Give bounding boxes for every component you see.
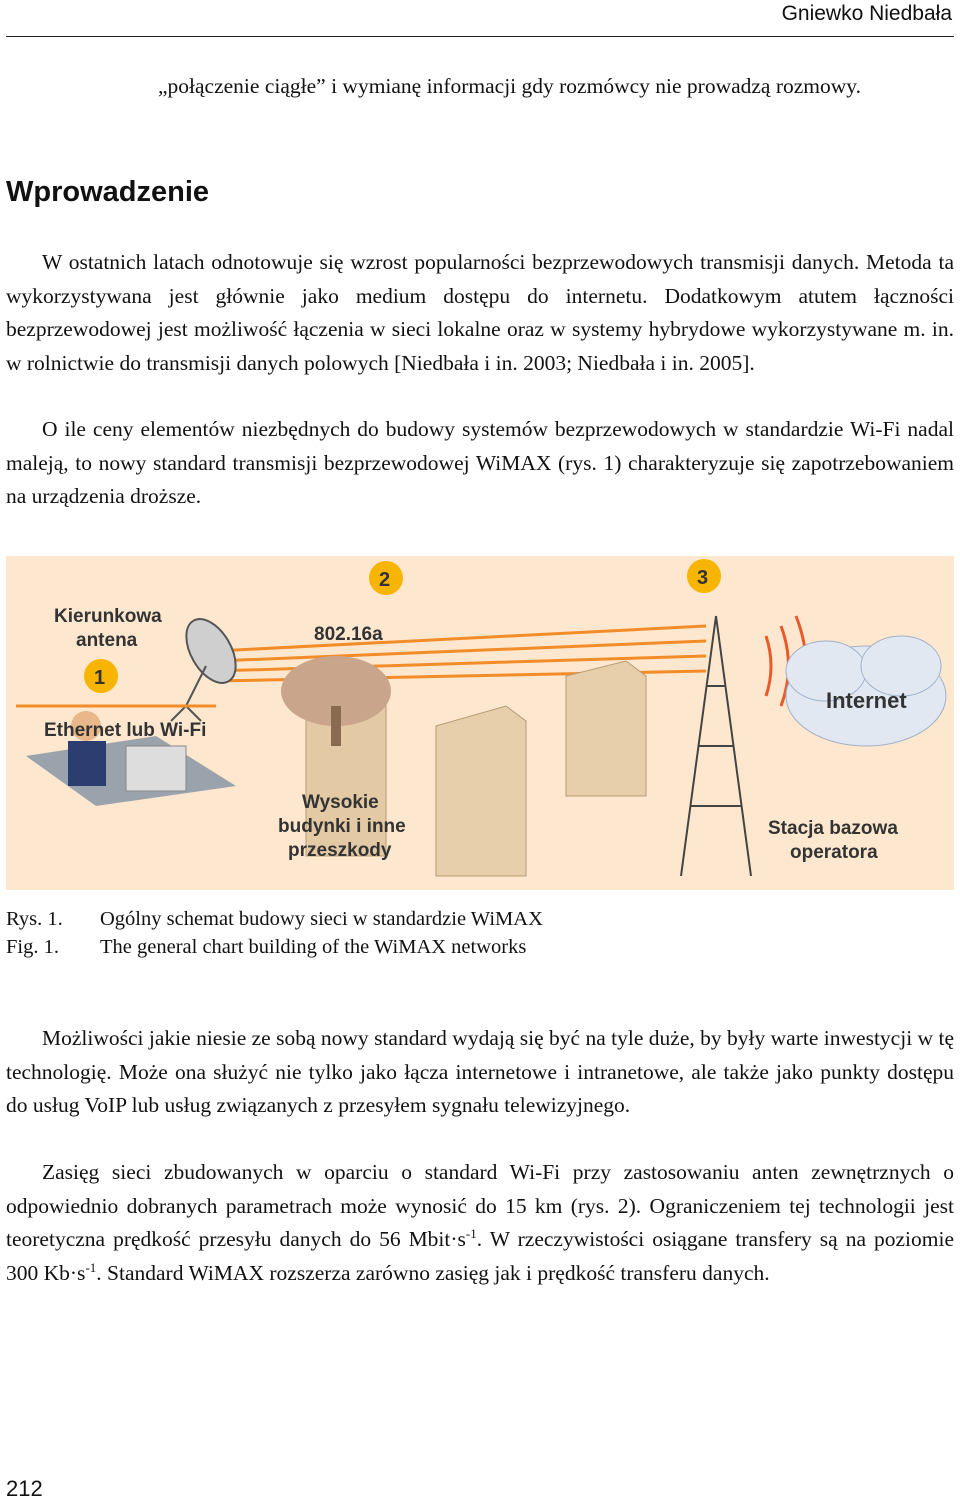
marker-2-label: 2	[379, 569, 390, 591]
paragraph-4-part-c: . Standard WiMAX rozszerza zarówno zasię…	[96, 1260, 770, 1285]
buildings-icon	[305, 660, 647, 877]
marker-3-icon	[687, 559, 721, 593]
paragraph-3: Możliwości jakie niesie ze sobą nowy sta…	[6, 1026, 954, 1117]
header-author: Gniewko Niedbała	[781, 2, 952, 25]
intro-fragment: „połączenie ciągłe” i wymianę informacji…	[158, 74, 862, 98]
caption-text: The general chart building of the WiMAX …	[100, 936, 527, 958]
paragraph-4-part-a: Zasięg sieci zbudowanych w oparciu o sta…	[6, 1160, 954, 1251]
section-title: Wprowadzenie	[6, 176, 210, 208]
page-number: 212	[6, 1476, 43, 1501]
marker-1-label: 1	[94, 667, 105, 689]
dish-antenna-icon	[170, 618, 237, 722]
caption-tag: Rys. 1.	[6, 908, 63, 930]
figure-caption-pl: Rys. 1. Ogólny schemat budowy sieci w sta…	[6, 905, 543, 933]
label-antenna-line2: antena	[76, 630, 138, 651]
label-ethernet: Ethernet lub Wi-Fi	[44, 720, 206, 741]
figure-illustration: Kierunkowa antena 1 2 3 802.16a Ethernet…	[6, 556, 954, 890]
tree-icon	[281, 656, 391, 746]
paragraph-1: W ostatnich latach odnotowuje się wzrost…	[6, 250, 954, 375]
label-base-station-line2: operatora	[790, 842, 878, 863]
paragraph-2: O ile ceny elementów niezbędnych do budo…	[6, 417, 954, 508]
figure-caption-en: Fig. 1. The general chart building of the…	[6, 933, 526, 961]
caption-tag: Fig. 1.	[6, 936, 59, 958]
label-obstacles-line3: przeszkody	[288, 840, 392, 861]
internet-cloud-icon	[785, 635, 947, 747]
marker-1-icon	[84, 659, 118, 693]
paragraph-4-part-b: . W rzeczywistości osiągane transfery są…	[6, 1227, 954, 1285]
wimax-network-figure: Kierunkowa antena 1 2 3 802.16a Ethernet…	[6, 556, 954, 890]
label-obstacles-line2: budynki i inne	[278, 816, 406, 837]
office-workstation-icon	[26, 711, 236, 806]
marker-2-icon	[369, 561, 403, 595]
paragraph-4: Zasięg sieci zbudowanych w oparciu o sta…	[6, 1156, 954, 1290]
label-802-16a: 802.16a	[314, 624, 383, 645]
superscript: -1	[465, 1225, 477, 1241]
label-base-station-line1: Stacja bazowa	[768, 818, 898, 839]
label-antenna-line1: Kierunkowa	[54, 606, 162, 627]
running-header: Gniewko Niedbała	[6, 0, 954, 37]
caption-text: Ogólny schemat budowy sieci w standardzi…	[100, 908, 543, 930]
label-obstacles-line1: Wysokie	[302, 792, 379, 813]
superscript: -1	[85, 1259, 97, 1275]
label-internet: Internet	[826, 688, 907, 713]
marker-3-label: 3	[697, 567, 708, 589]
base-station-tower-icon	[680, 615, 752, 877]
